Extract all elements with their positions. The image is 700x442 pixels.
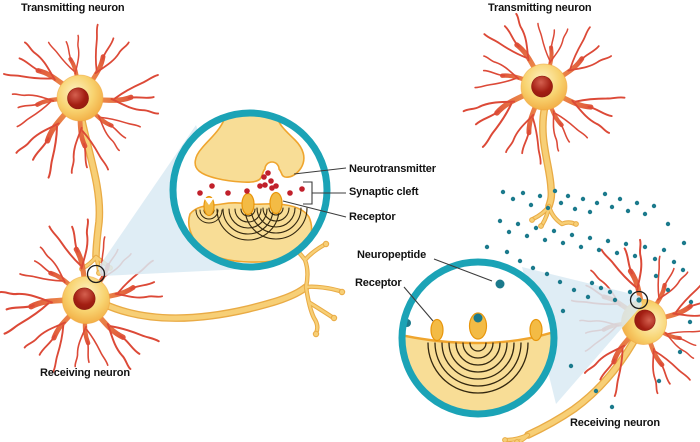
leader-lines xyxy=(282,167,493,322)
left-synapse-marker xyxy=(86,264,106,284)
presynaptic-terminal xyxy=(194,116,305,183)
inset-ring xyxy=(169,109,331,271)
neuropeptide-leader xyxy=(433,258,493,282)
right-transmitting-label: Transmitting neuron xyxy=(488,2,592,14)
receptor-shape xyxy=(269,191,283,215)
right-zoom-beam xyxy=(522,267,642,404)
neurotransmitter-leader xyxy=(293,167,347,175)
synaptic-cleft-bracket xyxy=(303,181,346,205)
inset-ring xyxy=(398,258,558,418)
neuropeptide-dot xyxy=(405,319,411,327)
signal-arcs xyxy=(427,342,529,394)
receptor-shape xyxy=(468,312,488,340)
receptor-leader xyxy=(282,200,347,218)
receptor-notch xyxy=(204,198,214,205)
synaptic-cleft-label: Synaptic cleft xyxy=(349,186,419,198)
right-receiving-label: Receiving neuron xyxy=(570,417,660,429)
right-synapse-marker xyxy=(629,290,649,310)
peptide-synapse-inset xyxy=(398,258,558,418)
receptor-shape xyxy=(241,192,255,216)
neuropeptide-label: Neuropeptide xyxy=(357,249,427,261)
neuropeptide-cloud xyxy=(484,188,694,410)
receptor-leader xyxy=(403,286,434,322)
receptor-shape xyxy=(430,318,444,342)
neurotransmitter-label: Neurotransmitter xyxy=(349,163,436,175)
receptor-label-chemical: Receptor xyxy=(349,211,396,223)
neuropeptide-dot xyxy=(495,279,505,289)
chemical-synapse-inset xyxy=(169,109,331,271)
receptor-label-peptide: Receptor xyxy=(355,277,402,289)
receptor-shape xyxy=(529,318,543,342)
neurotransmitter-dots xyxy=(197,170,305,196)
neuropeptide-dot xyxy=(636,297,642,303)
bound-neuropeptide-dot xyxy=(473,313,483,323)
left-receiving-label: Receiving neuron xyxy=(40,367,130,379)
left-transmitting-label: Transmitting neuron xyxy=(21,2,125,14)
signal-arcs xyxy=(195,207,308,241)
right-transmitting-axon xyxy=(529,102,579,229)
